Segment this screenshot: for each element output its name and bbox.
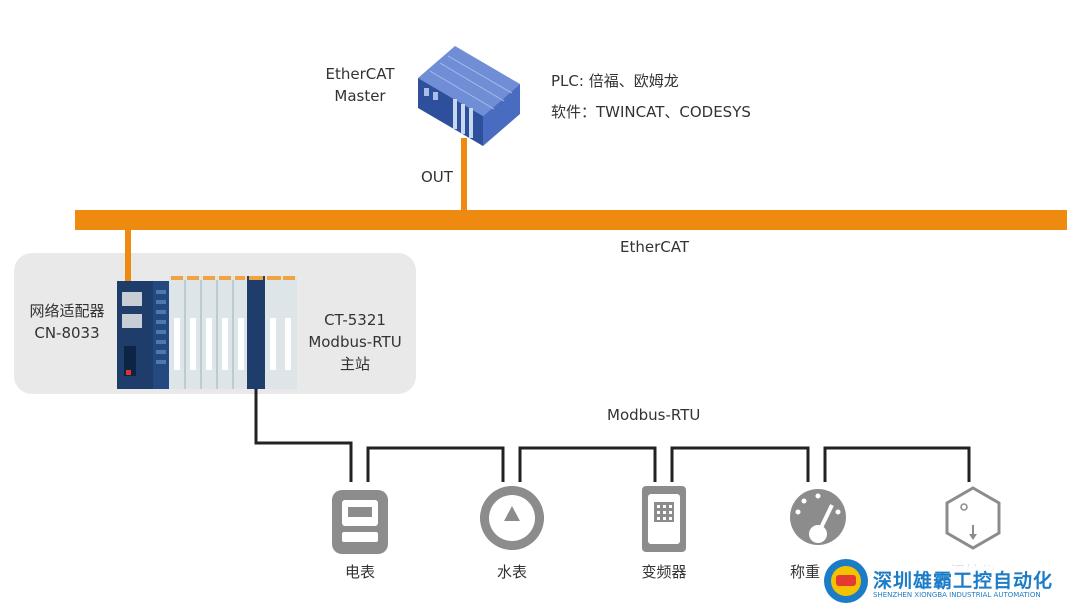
ethercat-bus-label: EtherCAT — [620, 238, 689, 256]
watermark-company-en: SHENZHEN XIONGBA INDUSTRIAL AUTOMATION — [873, 591, 1041, 599]
coupler-model: CN-8033 — [34, 324, 100, 342]
electric-meter-icon — [332, 490, 388, 554]
plc-out-link — [461, 138, 467, 212]
out-port-label: OUT — [421, 168, 453, 186]
device-label-water-meter: 水表 — [496, 563, 527, 581]
modbus-wiring — [254, 389, 971, 482]
master-title-line2: Master — [334, 87, 386, 105]
device-label-inverter: 变频器 — [641, 563, 687, 581]
company-logo — [824, 559, 868, 603]
module-model: CT-5321 — [324, 311, 386, 329]
coupler-link — [125, 228, 131, 283]
module-role: 主站 — [339, 355, 370, 373]
master-title: EtherCAT Master — [312, 63, 408, 107]
water-meter-icon — [480, 486, 544, 550]
coupler-hardware — [117, 276, 297, 389]
coupler-label: 网络适配器 CN-8033 — [18, 300, 116, 344]
weighing-instrument-icon — [790, 489, 846, 545]
modbus-bus-label: Modbus-RTU — [607, 406, 701, 424]
software-text: 软件：TWINCAT、CODESYS — [551, 103, 751, 121]
module-label: CT-5321 Modbus-RTU 主站 — [300, 309, 410, 375]
plc-rack-icon — [418, 46, 520, 146]
device-label-weighing: 称重仪 — [790, 563, 820, 581]
plc-vendor-text: PLC: 倍福、欧姆龙 — [551, 72, 679, 90]
watermark-company: 深圳雄霸工控自动化 — [873, 566, 1054, 593]
coupler-name-line1: 网络适配器 — [29, 302, 105, 320]
device-label-electric-meter: 电表 — [344, 563, 375, 581]
inverter-icon — [642, 486, 686, 552]
thermostat-icon — [945, 486, 1001, 550]
module-protocol: Modbus-RTU — [308, 333, 402, 351]
master-title-line1: EtherCAT — [325, 65, 395, 83]
ethercat-bus — [75, 210, 1067, 230]
